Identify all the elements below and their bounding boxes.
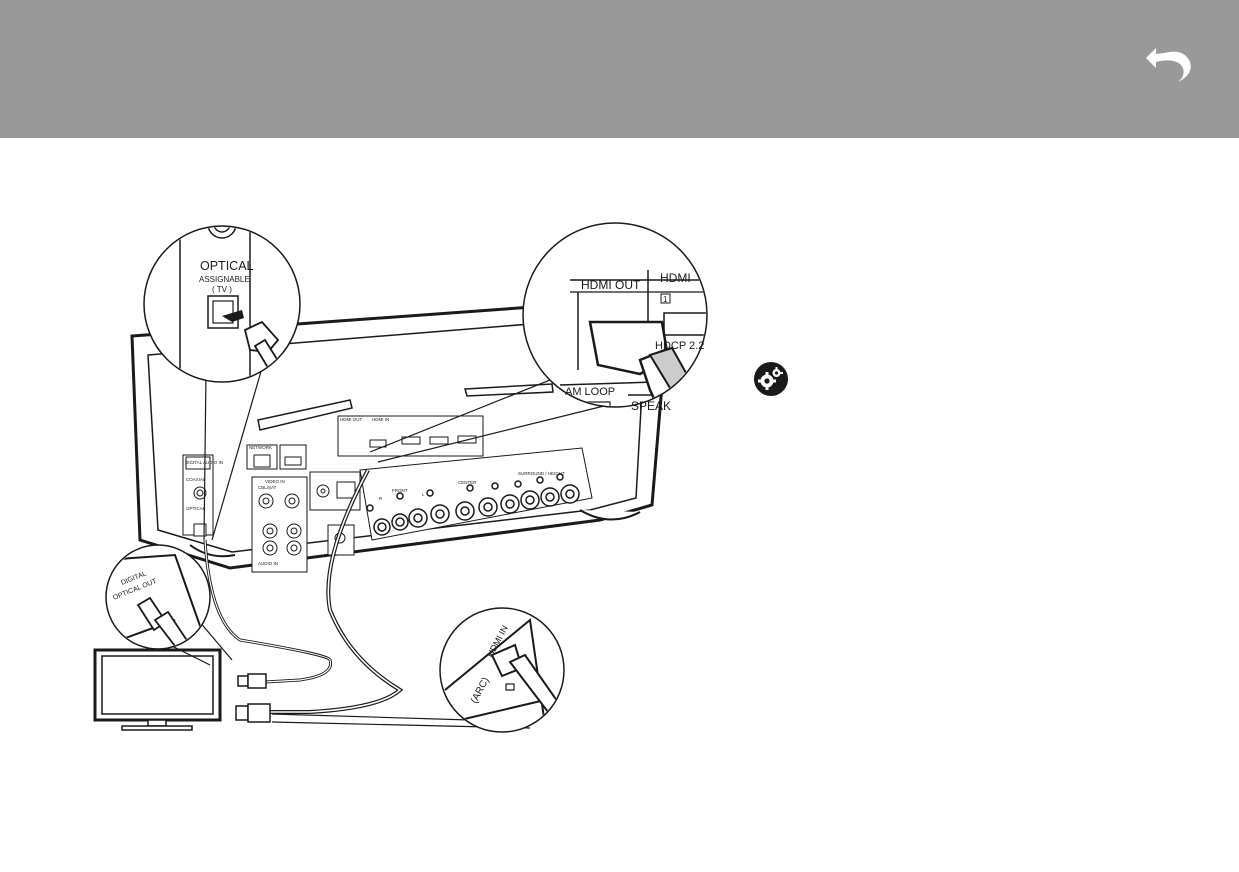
speaker-terminals bbox=[366, 473, 580, 536]
label-hdmi-out: HDMI OUT bbox=[340, 417, 362, 422]
label-coaxial: COAXIAL bbox=[186, 477, 206, 482]
header-bar bbox=[0, 0, 1239, 138]
label-digital-audio-in: DIGITAL AUDIO IN bbox=[185, 460, 223, 465]
label-front: FRONT bbox=[392, 488, 408, 493]
callout-optical: OPTICAL ASSIGNABLE ( TV ) bbox=[143, 225, 301, 541]
callout-optical-title: OPTICAL bbox=[200, 259, 254, 273]
label-audio-in: AUDIO IN bbox=[258, 561, 278, 566]
cable-plugs bbox=[235, 673, 271, 723]
label-cbl-sat: CBL/SAT bbox=[258, 485, 277, 490]
label-center: CENTER bbox=[458, 480, 477, 485]
callout-hdmi-am-loop: AM LOOP bbox=[565, 386, 615, 398]
receiver-labels: DIGITAL AUDIO IN COAXIAL OPTICAL NETWORK… bbox=[185, 417, 565, 566]
label-network: NETWORK bbox=[249, 445, 272, 450]
label-hdmi-in: HDMI IN bbox=[372, 417, 389, 422]
callout-tv-optical: DIGITAL OPTICAL OUT bbox=[105, 544, 233, 666]
settings-gears-icon[interactable] bbox=[754, 362, 788, 396]
undo-arrow-icon[interactable] bbox=[1142, 38, 1198, 86]
label-l: L bbox=[422, 492, 425, 497]
label-surround-height: SURROUND / HEIGHT bbox=[518, 471, 565, 476]
television bbox=[93, 648, 222, 731]
callout-hdmi-in-label: HDMI bbox=[660, 271, 691, 285]
callout-hdmi-speakers: SPEAK bbox=[631, 399, 671, 413]
callout-hdmi-port-number: 1 bbox=[663, 295, 668, 304]
callout-optical-note: ( TV ) bbox=[212, 285, 232, 294]
label-r: R bbox=[379, 496, 383, 501]
label-optical: OPTICAL bbox=[186, 506, 206, 511]
callout-optical-subtitle: ASSIGNABLE bbox=[199, 275, 250, 284]
callout-tv-hdmi: HDMI IN (ARC) bbox=[271, 607, 565, 733]
callout-hdmi: HDMI OUT HDMI 1 HDCP 2.2 AM LOOP SPEAK bbox=[369, 222, 708, 463]
callout-hdmi-hdcp: HDCP 2.2 bbox=[655, 340, 704, 352]
cables bbox=[203, 469, 404, 714]
label-video-in: VIDEO IN bbox=[265, 479, 285, 484]
callout-hdmi-out-label: HDMI OUT bbox=[581, 278, 641, 292]
